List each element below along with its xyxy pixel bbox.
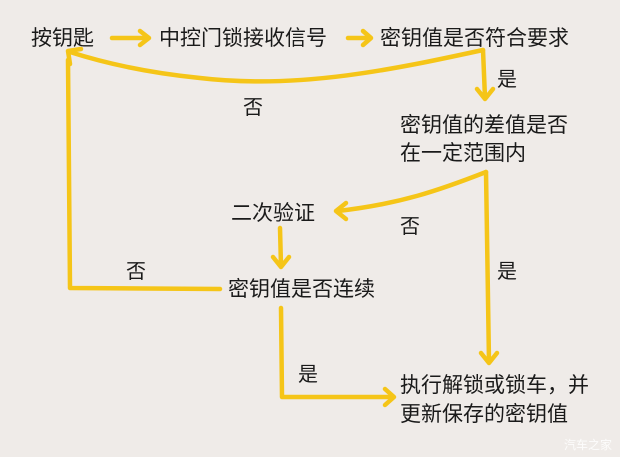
arrow-press-to-receive — [109, 28, 152, 48]
arrow-match-yes-to-range — [474, 47, 496, 102]
arrow-receive-to-match — [345, 28, 374, 48]
arrow-continuous-yes-to-execute — [278, 305, 397, 408]
arrow-range-no-to-verify — [333, 169, 489, 222]
node-receive-signal: 中控门锁接收信号 — [159, 26, 327, 50]
arrow-continuous-no-to-press — [65, 57, 223, 292]
node-key-match: 密钥值是否符合要求 — [380, 26, 569, 50]
node-diff-range-line2: 在一定范围内 — [400, 141, 526, 165]
node-press-key: 按钥匙 — [31, 26, 94, 50]
label-continuous-yes: 是 — [298, 362, 318, 386]
arrow-verify-to-continuous — [270, 225, 292, 270]
node-execute-line1: 执行解锁或锁车，并 — [400, 373, 589, 397]
label-match-yes: 是 — [497, 67, 517, 91]
node-diff-range-line1: 密钥值的差值是否 — [400, 113, 568, 137]
arrow-range-yes-to-execute — [478, 169, 500, 366]
node-key-continuous: 密钥值是否连续 — [228, 277, 375, 301]
watermark: 汽车之家 — [563, 438, 612, 452]
label-range-no: 否 — [400, 214, 420, 238]
arrow-match-no-to-press — [65, 46, 486, 84]
label-continuous-no: 否 — [126, 259, 146, 283]
node-second-verify: 二次验证 — [231, 201, 315, 225]
label-range-yes: 是 — [497, 259, 517, 283]
node-execute-line2: 更新保存的密钥值 — [400, 402, 568, 426]
label-match-no: 否 — [243, 95, 263, 119]
